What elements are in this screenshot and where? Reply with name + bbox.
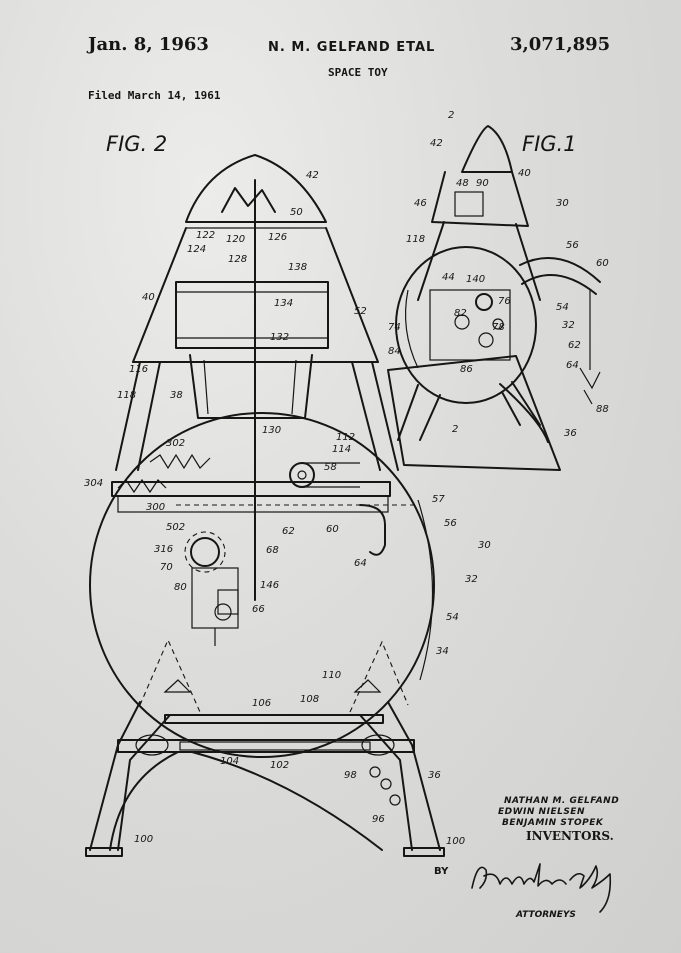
filing-date: Filed March 14, 1961 [88, 89, 221, 102]
reference-numeral: 108 [300, 694, 319, 705]
reference-numeral: 40 [142, 292, 155, 303]
inventor-name: EDWIN NIELSEN [498, 807, 585, 817]
reference-numeral: 140 [466, 274, 485, 285]
reference-numeral: 30 [478, 540, 491, 551]
by-label: BY [434, 866, 449, 877]
reference-numeral: 80 [174, 582, 187, 593]
inventors-label: INVENTORS. [526, 829, 614, 843]
reference-numeral: 138 [288, 262, 307, 273]
reference-numeral: 110 [322, 670, 341, 681]
reference-numeral: 57 [432, 494, 445, 505]
patent-date: Jan. 8, 1963 [88, 34, 209, 55]
reference-numeral: 124 [187, 244, 206, 255]
reference-numeral: 118 [406, 234, 425, 245]
reference-numeral: 64 [354, 558, 367, 569]
reference-numeral: 60 [596, 258, 609, 269]
reference-numeral: 130 [262, 425, 281, 436]
reference-numeral: 134 [274, 298, 293, 309]
reference-numeral: 58 [324, 462, 337, 473]
reference-numeral: 52 [354, 306, 367, 317]
attorneys-label: ATTORNEYS [516, 910, 576, 920]
reference-numeral: 32 [465, 574, 478, 585]
reference-numeral: 96 [372, 814, 385, 825]
patent-number: 3,071,895 [510, 34, 611, 55]
reference-numeral: 36 [564, 428, 577, 439]
reference-numeral: 82 [454, 308, 467, 319]
inventor-name: BENJAMIN STOPEK [502, 818, 604, 828]
reference-numeral: 88 [596, 404, 609, 415]
reference-numeral: 118 [117, 390, 136, 401]
reference-numeral: 114 [332, 444, 351, 455]
reference-numeral: 66 [252, 604, 265, 615]
reference-numeral: 42 [430, 138, 443, 149]
reference-numeral: 128 [228, 254, 247, 265]
reference-numeral: 112 [336, 432, 355, 443]
reference-numeral: 122 [196, 230, 215, 241]
reference-numeral: 316 [154, 544, 173, 555]
reference-numeral: 32 [562, 320, 575, 331]
reference-numeral: 68 [266, 545, 279, 556]
fig1-label: FIG.1 [522, 132, 577, 156]
reference-numeral: 46 [414, 198, 427, 209]
reference-numeral: 50 [290, 207, 303, 218]
reference-numeral: 48 [456, 178, 469, 189]
reference-numeral: 100 [134, 834, 153, 845]
reference-numeral: 2 [452, 424, 458, 435]
reference-numeral: 40 [518, 168, 531, 179]
reference-numeral: 98 [344, 770, 357, 781]
fig2-label: FIG. 2 [106, 132, 168, 156]
reference-numeral: 104 [220, 756, 239, 767]
reference-numeral: 86 [460, 364, 473, 375]
reference-numeral: 54 [556, 302, 569, 313]
patent-title: SPACE TOY [328, 66, 388, 79]
reference-numeral: 120 [226, 234, 245, 245]
inventor-name: NATHAN M. GELFAND [504, 796, 620, 806]
reference-numeral: 102 [270, 760, 289, 771]
reference-numeral: 2 [448, 110, 454, 121]
reference-numeral: 56 [566, 240, 579, 251]
inventor-header: N. M. GELFAND ETAL [268, 40, 436, 55]
reference-numeral: 302 [166, 438, 185, 449]
reference-numeral: 42 [306, 170, 319, 181]
reference-numeral: 304 [84, 478, 103, 489]
reference-numeral: 100 [446, 836, 465, 847]
fig1-numerals: 2 42 40 48 90 46 30 118 56 60 44 140 76 … [388, 110, 609, 439]
reference-numeral: 34 [436, 646, 449, 657]
reference-numeral: 116 [129, 364, 148, 375]
reference-numeral: 74 [388, 322, 401, 333]
reference-numeral: 502 [166, 522, 185, 533]
reference-numeral: 132 [270, 332, 289, 343]
fig2-numerals: 42 50 122 120 126 124 128 40 138 134 52 … [84, 170, 491, 847]
reference-numeral: 106 [252, 698, 271, 709]
reference-numeral: 36 [428, 770, 441, 781]
reference-numeral: 300 [146, 502, 165, 513]
reference-numeral: 64 [566, 360, 579, 371]
reference-numeral: 44 [442, 272, 455, 283]
reference-numeral: 54 [446, 612, 459, 623]
reference-numeral: 62 [282, 526, 295, 537]
reference-numeral: 60 [326, 524, 339, 535]
reference-numeral: 78 [492, 322, 505, 333]
reference-numeral: 90 [476, 178, 489, 189]
reference-numeral: 56 [444, 518, 457, 529]
reference-numeral: 146 [260, 580, 279, 591]
reference-numeral: 30 [556, 198, 569, 209]
reference-numeral: 126 [268, 232, 287, 243]
reference-numeral: 70 [160, 562, 173, 573]
fig2-drawing [85, 154, 445, 857]
reference-numeral: 76 [498, 296, 511, 307]
reference-numeral: 84 [388, 346, 401, 357]
reference-numeral: 38 [170, 390, 183, 401]
fig1-drawing [387, 125, 601, 471]
reference-numeral: 62 [568, 340, 581, 351]
